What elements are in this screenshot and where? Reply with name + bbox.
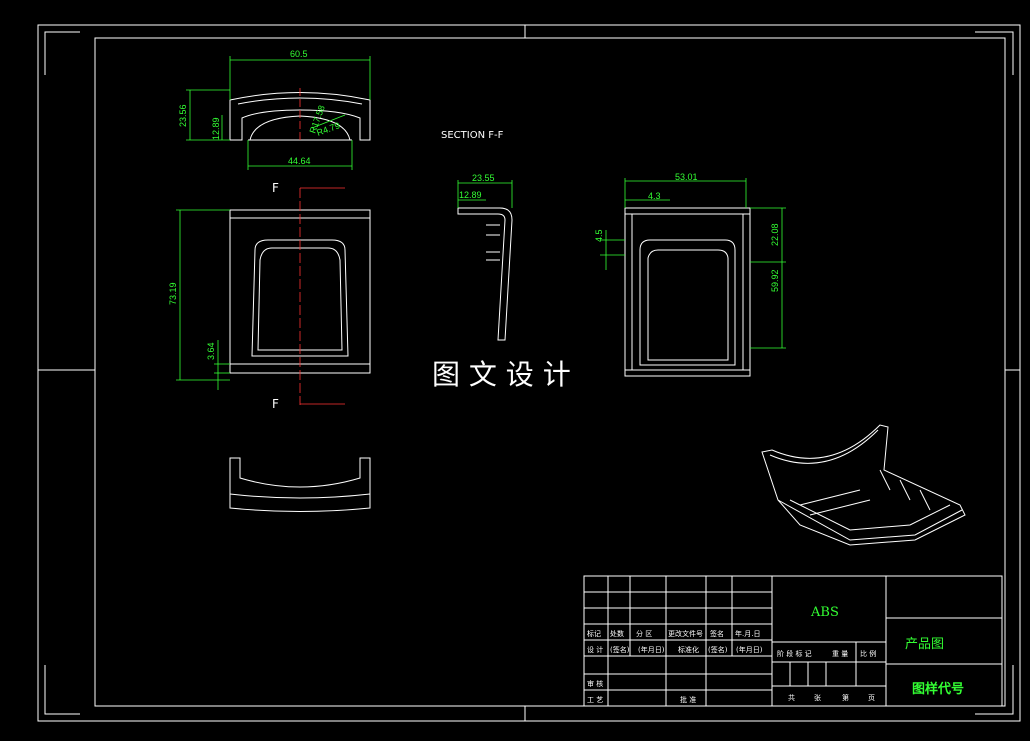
top-view-dims — [186, 56, 371, 170]
tb-scale-label: 比 例 — [860, 649, 876, 658]
drawing-number-label: 图样代号 — [912, 681, 964, 697]
tb-review: 审 核 — [587, 679, 603, 688]
section-title: SECTION F-F — [441, 130, 504, 141]
tb-design-3: (年月日) — [638, 645, 665, 654]
tb-row-label-2: 处数 — [610, 629, 624, 638]
dim-top-bottom-width: 44.64 — [288, 156, 311, 166]
dim-top-height: 23.56 — [178, 104, 188, 127]
product-label: 产品图 — [905, 637, 944, 652]
tb-weight-label: 重 量 — [832, 650, 848, 658]
dim-top-width: 60.5 — [290, 49, 308, 59]
dim-side-h1: 22.08 — [770, 223, 780, 246]
drawing-frame — [37, 24, 1021, 722]
dim-section-inner: 12.89 — [459, 190, 482, 200]
tb-design-6: (年月日) — [736, 645, 763, 654]
material-label: ABS — [810, 605, 839, 620]
dim-front-height: 73.19 — [168, 282, 178, 305]
side-view-dims — [600, 178, 786, 349]
tb-sheets-3: 第 — [842, 693, 849, 702]
tb-row-label-6: 年.月.日 — [735, 629, 760, 638]
isometric-view — [761, 424, 966, 546]
section-marker-bottom: F — [272, 397, 279, 411]
dim-top-inner-height: 12.89 — [211, 117, 221, 140]
dim-side-inner: 4.3 — [648, 191, 661, 201]
tb-stage-label: 阶 段 标 记 — [777, 649, 812, 658]
watermark: 图 文 设 计 — [432, 358, 571, 391]
tb-sheets-1: 共 — [788, 693, 795, 702]
bottom-view — [229, 457, 371, 512]
tb-design-5: (签名) — [708, 645, 728, 654]
tb-design-2: (签名) — [610, 645, 630, 654]
dim-side-small: 4.5 — [594, 229, 604, 242]
tb-design-4: 标准化 — [678, 645, 699, 654]
title-block-grid — [583, 575, 1003, 707]
tb-approve: 批 准 — [680, 695, 696, 704]
tb-row-label-5: 签名 — [710, 629, 724, 638]
dim-side-h2: 59.92 — [770, 269, 780, 292]
tb-sheets-4: 页 — [868, 694, 875, 702]
section-marker-top: F — [272, 181, 279, 195]
side-view — [624, 207, 751, 377]
dim-front-offset: 3.64 — [206, 342, 216, 360]
tb-row-label-4: 更改文件号 — [668, 629, 703, 638]
tb-process: 工 艺 — [587, 696, 603, 704]
section-dims — [457, 180, 513, 208]
tb-sheets-2: 张 — [814, 693, 821, 702]
dim-section-width: 23.55 — [472, 173, 495, 183]
front-view-dims — [176, 209, 230, 390]
dim-side-width: 53.01 — [675, 172, 698, 182]
tb-row-label-1: 标记 — [587, 629, 601, 638]
tb-design-1: 设 计 — [587, 645, 603, 654]
tb-row-label-3: 分 区 — [636, 629, 652, 638]
section-view — [457, 207, 513, 341]
